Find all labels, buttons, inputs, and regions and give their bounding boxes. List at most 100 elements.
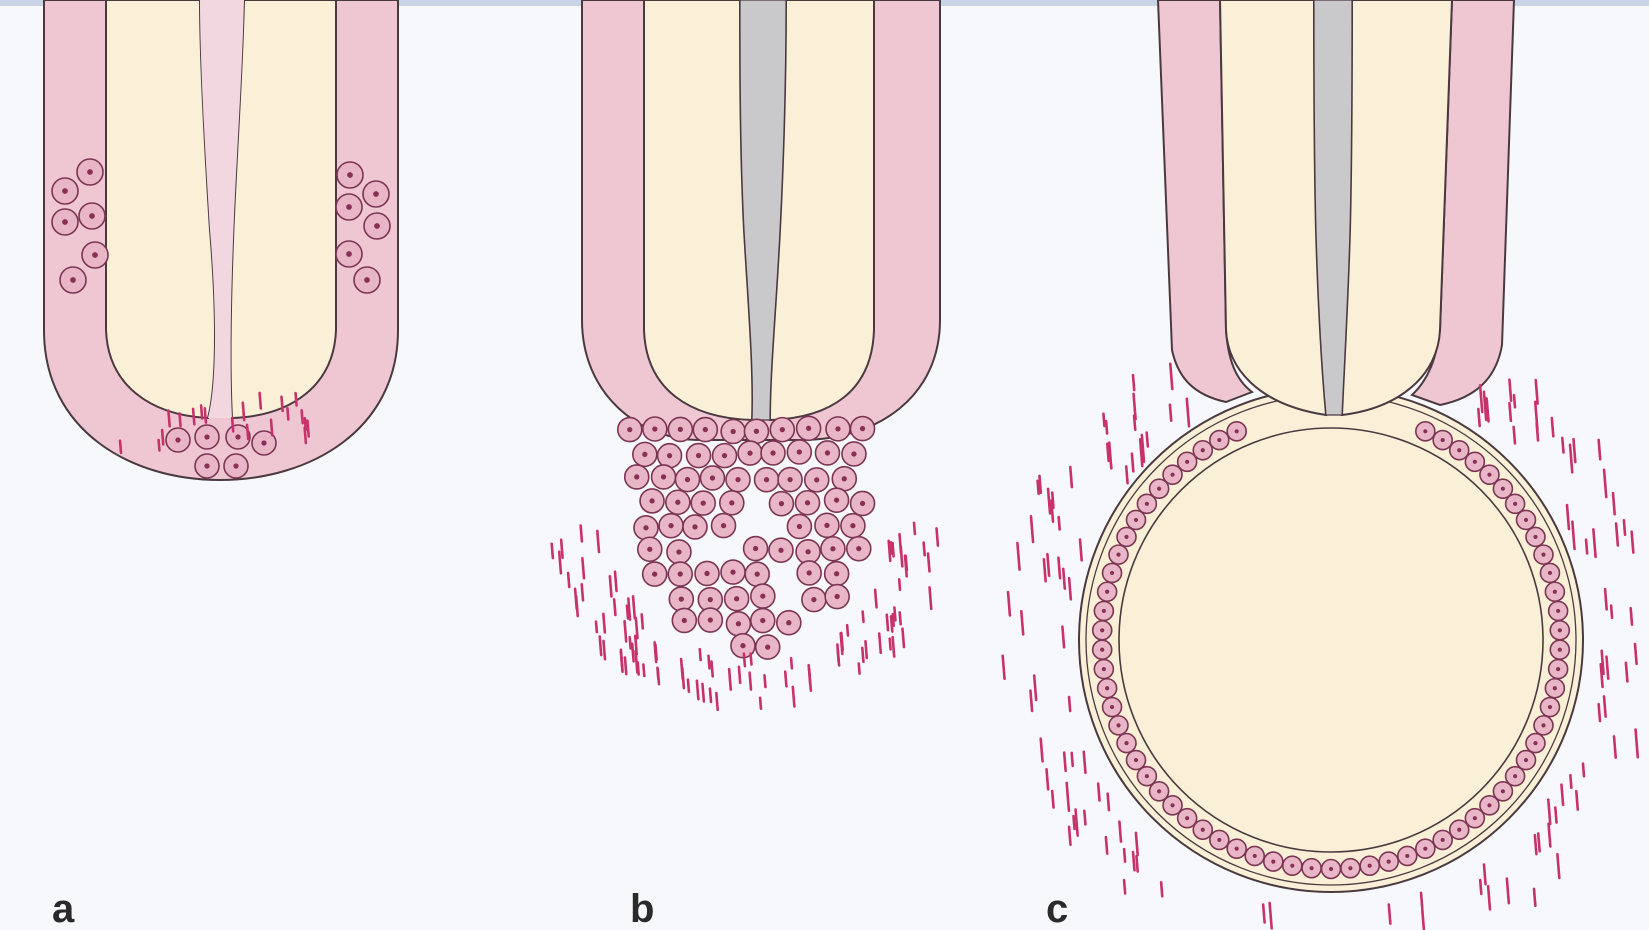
mesenchyme-cell bbox=[168, 411, 169, 427]
cell bbox=[797, 416, 821, 440]
mesenchyme-cell bbox=[862, 648, 863, 662]
cell bbox=[825, 585, 849, 609]
cell-nucleus bbox=[1524, 518, 1528, 522]
cell-nucleus bbox=[1556, 667, 1560, 671]
mesenchyme-cell bbox=[232, 418, 233, 431]
mesenchyme-cell bbox=[1136, 833, 1138, 855]
mesenchyme-cell bbox=[1119, 822, 1121, 842]
cell bbox=[797, 561, 821, 585]
cell-nucleus bbox=[1533, 535, 1537, 539]
cell-nucleus bbox=[1116, 553, 1120, 557]
cell bbox=[1416, 839, 1435, 858]
cell bbox=[687, 444, 711, 468]
cell-nucleus bbox=[346, 251, 352, 257]
mesenchyme-cell bbox=[632, 644, 633, 662]
mesenchyme-cell bbox=[287, 408, 288, 419]
mesenchyme-cell bbox=[642, 614, 643, 628]
mesenchyme-cell bbox=[1509, 380, 1511, 401]
cell-nucleus bbox=[835, 594, 840, 599]
mesenchyme-cell bbox=[1624, 520, 1625, 534]
mesenchyme-cell bbox=[889, 541, 891, 561]
mesenchyme-cell bbox=[700, 649, 701, 660]
cell-nucleus bbox=[797, 449, 802, 454]
cell-nucleus bbox=[175, 437, 180, 442]
cell-nucleus bbox=[1487, 803, 1491, 807]
cell-nucleus bbox=[830, 546, 835, 551]
cell bbox=[815, 441, 839, 465]
cell-nucleus bbox=[1556, 609, 1560, 613]
mesenchyme-cell bbox=[702, 684, 703, 702]
mesenchyme-cell bbox=[1586, 540, 1587, 554]
mesenchyme-cell bbox=[582, 558, 584, 578]
cell bbox=[1302, 859, 1321, 878]
cell-nucleus bbox=[1513, 502, 1517, 506]
mesenchyme-cell bbox=[1039, 476, 1040, 493]
mesenchyme-cell bbox=[159, 440, 160, 450]
mesenchyme-cell bbox=[1069, 697, 1070, 711]
mesenchyme-cell bbox=[1534, 889, 1535, 906]
cell bbox=[720, 491, 744, 515]
mesenchyme-cell bbox=[891, 616, 892, 631]
cell-nucleus bbox=[1473, 460, 1477, 464]
mesenchyme-cell bbox=[729, 669, 731, 689]
mesenchyme-cell bbox=[1084, 811, 1085, 825]
cell-nucleus bbox=[87, 169, 93, 175]
cell-nucleus bbox=[1558, 628, 1562, 632]
cell-nucleus bbox=[1309, 866, 1313, 870]
cell-nucleus bbox=[1487, 473, 1491, 477]
cell bbox=[756, 635, 780, 659]
mesenchyme-cell bbox=[1583, 764, 1584, 777]
mesenchyme-cell bbox=[307, 421, 308, 437]
cell-nucleus bbox=[786, 620, 791, 625]
mesenchyme-cell bbox=[710, 689, 711, 702]
cell-nucleus bbox=[627, 427, 632, 432]
cell-nucleus bbox=[1457, 828, 1461, 832]
mesenchyme-cell bbox=[643, 665, 644, 676]
cell bbox=[52, 209, 78, 235]
mesenchyme-cell bbox=[739, 667, 740, 683]
mesenchyme-cell bbox=[809, 665, 811, 684]
mesenchyme-cell bbox=[893, 637, 895, 656]
cell bbox=[796, 540, 820, 564]
mesenchyme-cell bbox=[271, 420, 272, 435]
mesenchyme-cell bbox=[1484, 865, 1486, 885]
cell-nucleus bbox=[62, 219, 68, 225]
cell-nucleus bbox=[806, 426, 811, 431]
cell bbox=[1227, 839, 1246, 858]
cell-nucleus bbox=[834, 571, 839, 576]
mesenchyme-cell bbox=[1604, 696, 1606, 716]
cell-nucleus bbox=[668, 523, 673, 528]
cell-nucleus bbox=[70, 277, 76, 283]
cell-nucleus bbox=[1405, 854, 1409, 858]
cell-nucleus bbox=[1441, 438, 1445, 442]
mesenchyme-cell bbox=[1064, 753, 1065, 771]
mesenchyme-cell bbox=[697, 681, 698, 699]
mesenchyme-cell bbox=[1535, 835, 1537, 854]
cell-nucleus bbox=[1441, 838, 1445, 842]
cell bbox=[1433, 431, 1452, 450]
cell-nucleus bbox=[1217, 838, 1221, 842]
cell bbox=[1264, 852, 1283, 871]
cell bbox=[667, 540, 691, 564]
mesenchyme-cell bbox=[596, 622, 597, 633]
mesenchyme-cell bbox=[1555, 808, 1556, 823]
mesenchyme-cell bbox=[630, 637, 631, 648]
cell-nucleus bbox=[1541, 723, 1545, 727]
mesenchyme-cell bbox=[1480, 880, 1481, 894]
mesenchyme-cell bbox=[658, 669, 659, 685]
mesenchyme-cell bbox=[1422, 910, 1424, 929]
cell-nucleus bbox=[1157, 789, 1161, 793]
mesenchyme-cell bbox=[1147, 433, 1148, 447]
mesenchyme-cell bbox=[552, 544, 553, 558]
cell-nucleus bbox=[1501, 487, 1505, 491]
cell-nucleus bbox=[233, 463, 238, 468]
panel-c-label: c bbox=[1046, 887, 1068, 930]
mesenchyme-cell bbox=[1030, 691, 1032, 711]
cell-nucleus bbox=[805, 500, 810, 505]
cell-nucleus bbox=[667, 453, 672, 458]
cell bbox=[336, 194, 362, 220]
cell-nucleus bbox=[1271, 860, 1275, 864]
cell bbox=[643, 417, 667, 441]
cell bbox=[802, 588, 826, 612]
mesenchyme-cell bbox=[561, 540, 562, 558]
